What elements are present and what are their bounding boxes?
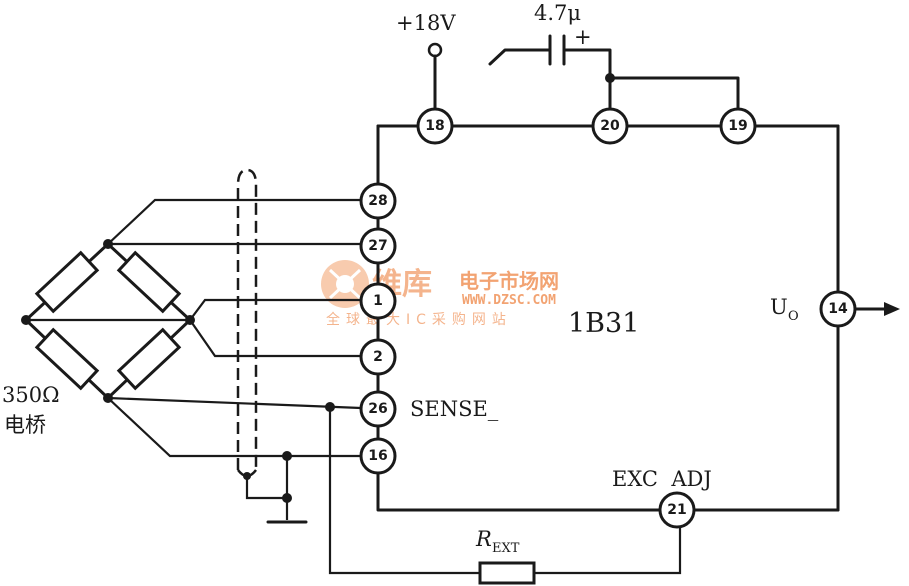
resistor-label-subscript: EXT — [492, 541, 520, 556]
exc-adj-label: EXC ADJ — [612, 467, 712, 491]
bridge-wiring — [26, 198, 682, 575]
svg-text:27: 27 — [368, 238, 387, 254]
watermark-site-name: 电子市场网 — [459, 269, 559, 293]
svg-text:20: 20 — [600, 118, 620, 134]
bridge-name-label: 电桥 — [4, 413, 46, 437]
pin-14: 14 — [819, 290, 857, 328]
resistor-label: R — [475, 527, 492, 551]
watermark-logo-icon — [321, 260, 369, 308]
output-arrow — [853, 302, 900, 316]
watermark: 维库 电子市场网 WWW.DZSC.COM 全球最大IC采购网站 — [321, 260, 559, 328]
output-label: U — [770, 295, 788, 319]
capacitor-label: 4.7μ — [534, 1, 581, 25]
svg-text:14: 14 — [828, 301, 848, 317]
cable-shield — [236, 168, 308, 524]
svg-text:28: 28 — [368, 193, 387, 209]
pin-28: 28 — [359, 182, 397, 220]
svg-text:26: 26 — [368, 401, 387, 417]
pin-18: 18 — [416, 107, 454, 145]
chip-label: 1B31 — [568, 308, 639, 339]
watermark-url: WWW.DZSC.COM — [462, 293, 556, 308]
pin-27: 27 — [359, 227, 397, 265]
chip-outline — [376, 124, 840, 512]
capacitor-polarity: + — [574, 25, 592, 49]
pin-2: 2 — [359, 338, 397, 376]
external-resistor — [478, 561, 536, 585]
pin-20: 20 — [591, 107, 629, 145]
svg-text:18: 18 — [425, 118, 444, 134]
pin-21: 21 — [658, 491, 696, 529]
bridge-value-label: 350Ω — [2, 383, 60, 407]
svg-text:21: 21 — [667, 502, 686, 518]
junction-dot — [605, 73, 615, 83]
pin-16: 16 — [359, 437, 397, 475]
pin-19: 19 — [719, 107, 757, 145]
svg-text:1: 1 — [373, 293, 383, 309]
pin-26: 26 — [359, 390, 397, 428]
svg-text:19: 19 — [728, 118, 747, 134]
supply-label: +18V — [396, 11, 456, 35]
pin20-pin19-link — [608, 76, 740, 112]
svg-text:2: 2 — [373, 349, 383, 365]
pin-1: 1 — [359, 282, 397, 320]
output-label-subscript: O — [788, 309, 799, 324]
supply-terminal — [427, 42, 443, 114]
sense-label: SENSE_ — [410, 397, 499, 421]
watermark-slogan: 全球最大IC采购网站 — [326, 311, 512, 328]
svg-text:16: 16 — [368, 448, 387, 464]
capacitor — [488, 34, 612, 112]
